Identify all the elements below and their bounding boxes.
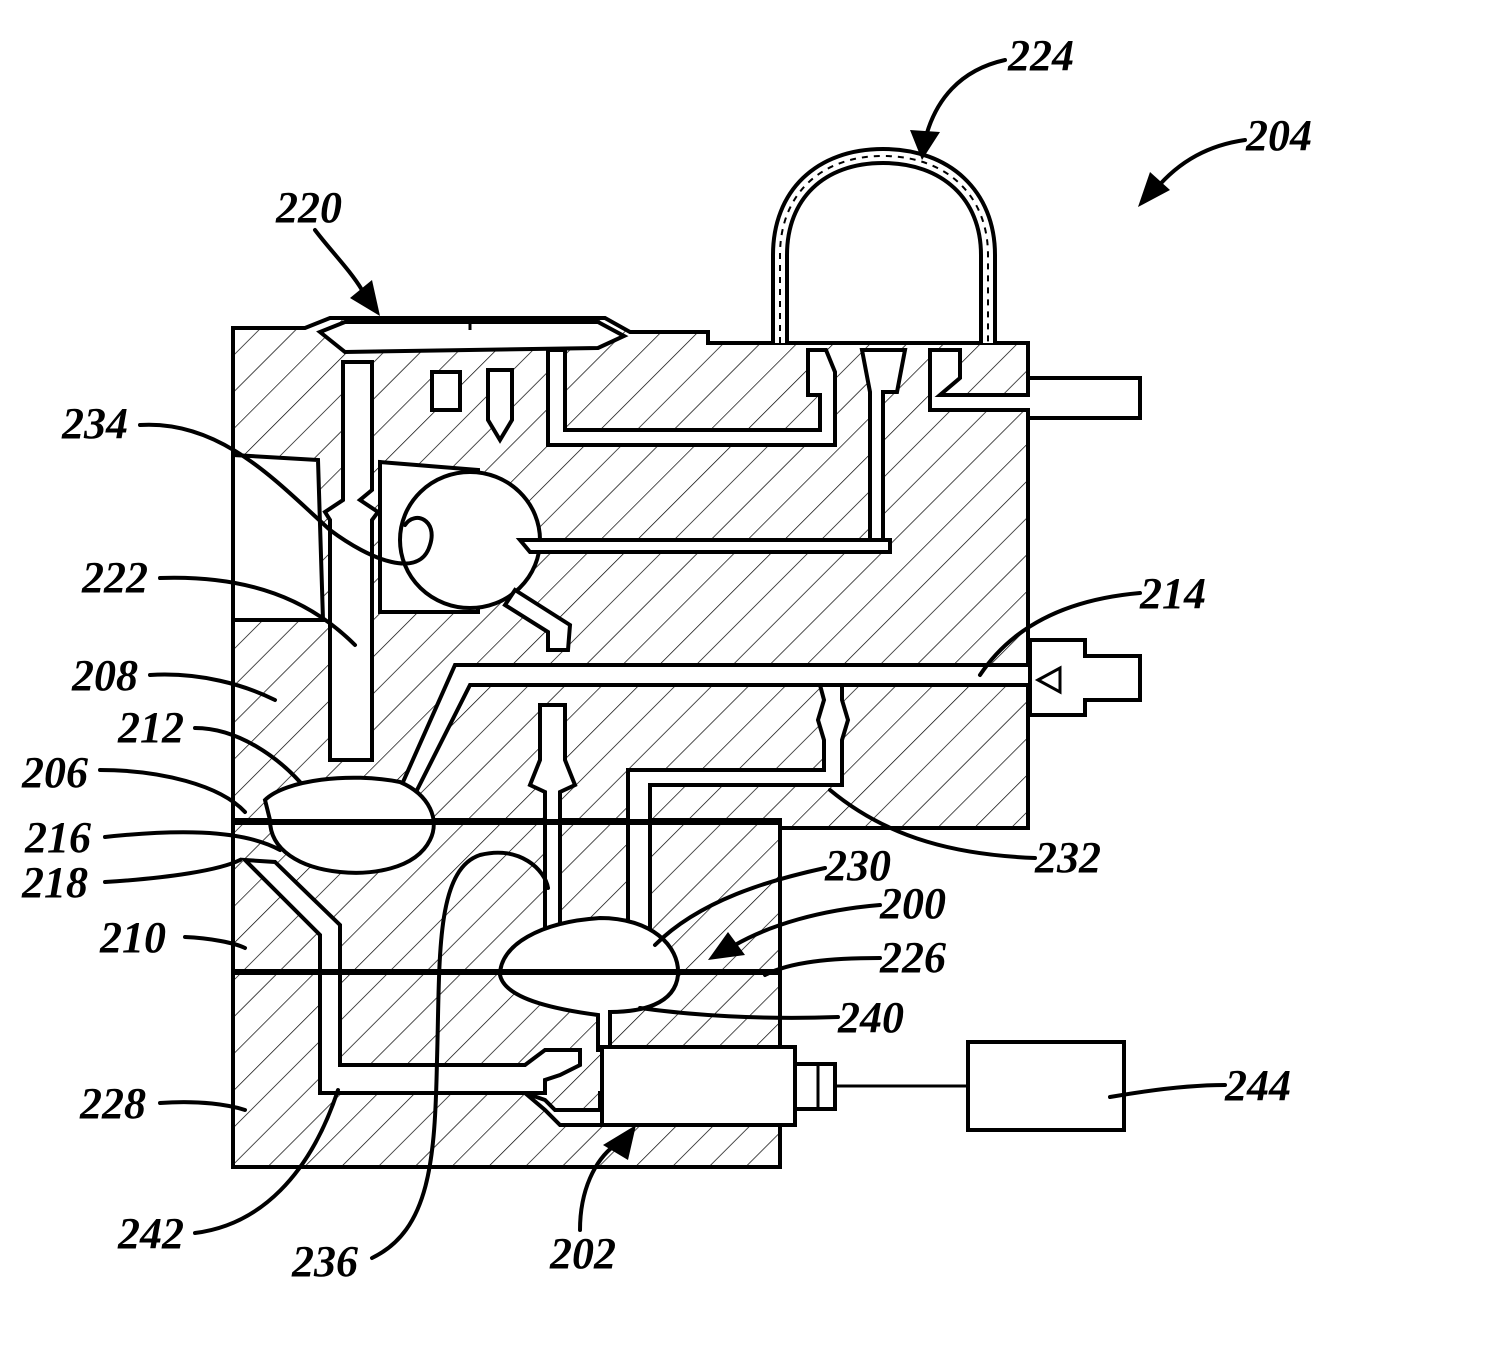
label-208: 208 [71,651,138,700]
label-218: 218 [21,858,88,907]
bypass-tube [780,156,988,343]
label-214: 214 [1139,569,1206,618]
label-202: 202 [549,1229,616,1278]
outlet-fitting-right [1030,640,1140,715]
label-220: 220 [275,183,342,232]
label-244: 244 [1224,1061,1291,1110]
label-236: 236 [291,1237,358,1286]
top-diaphragm-channel [320,320,624,352]
label-204: 204 [1245,111,1312,160]
label-242: 242 [117,1209,184,1258]
solenoid-actuator [602,1047,835,1125]
label-224: 224 [1007,31,1074,80]
label-222: 222 [81,553,148,602]
label-212: 212 [117,703,184,752]
label-234: 234 [61,399,128,448]
label-228: 228 [79,1079,146,1128]
label-210: 210 [99,913,166,962]
label-200: 200 [879,879,946,928]
label-206: 206 [21,748,88,797]
label-240: 240 [837,993,904,1042]
label-232: 232 [1034,833,1101,882]
label-216: 216 [24,813,91,862]
controller-box [835,1042,1124,1130]
label-226: 226 [879,933,946,982]
